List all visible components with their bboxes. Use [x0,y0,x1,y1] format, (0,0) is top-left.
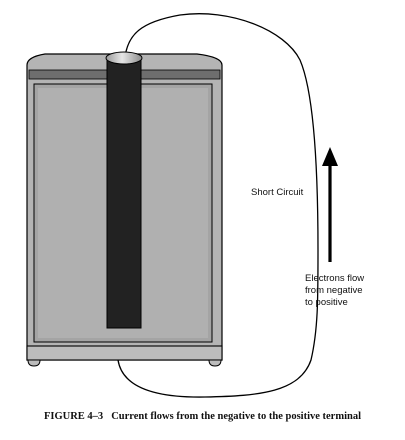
short-circuit-wire [117,13,319,398]
electron-flow-arrow-icon [322,147,338,262]
electron-flow-line-1: Electrons flow [305,273,365,284]
electron-flow-line-3: to positive [305,297,348,308]
figure-caption: FIGURE 4–3 Current flows from the negativ… [0,411,405,422]
electron-flow-label: Electrons flow from negative to positive [305,273,364,309]
figure-caption-text: Current flows from the negative to the p… [111,411,362,422]
figure-number: FIGURE 4–3 [43,411,104,422]
electrode-cap [105,51,143,65]
battery-foot-right [208,359,222,367]
carbon-electrode [106,59,142,329]
battery-foot-left [27,359,41,367]
battery-base [26,345,223,361]
short-circuit-label: Short Circuit [251,187,304,198]
electron-flow-line-2: from negative [305,285,363,296]
battery-cell [26,51,223,367]
